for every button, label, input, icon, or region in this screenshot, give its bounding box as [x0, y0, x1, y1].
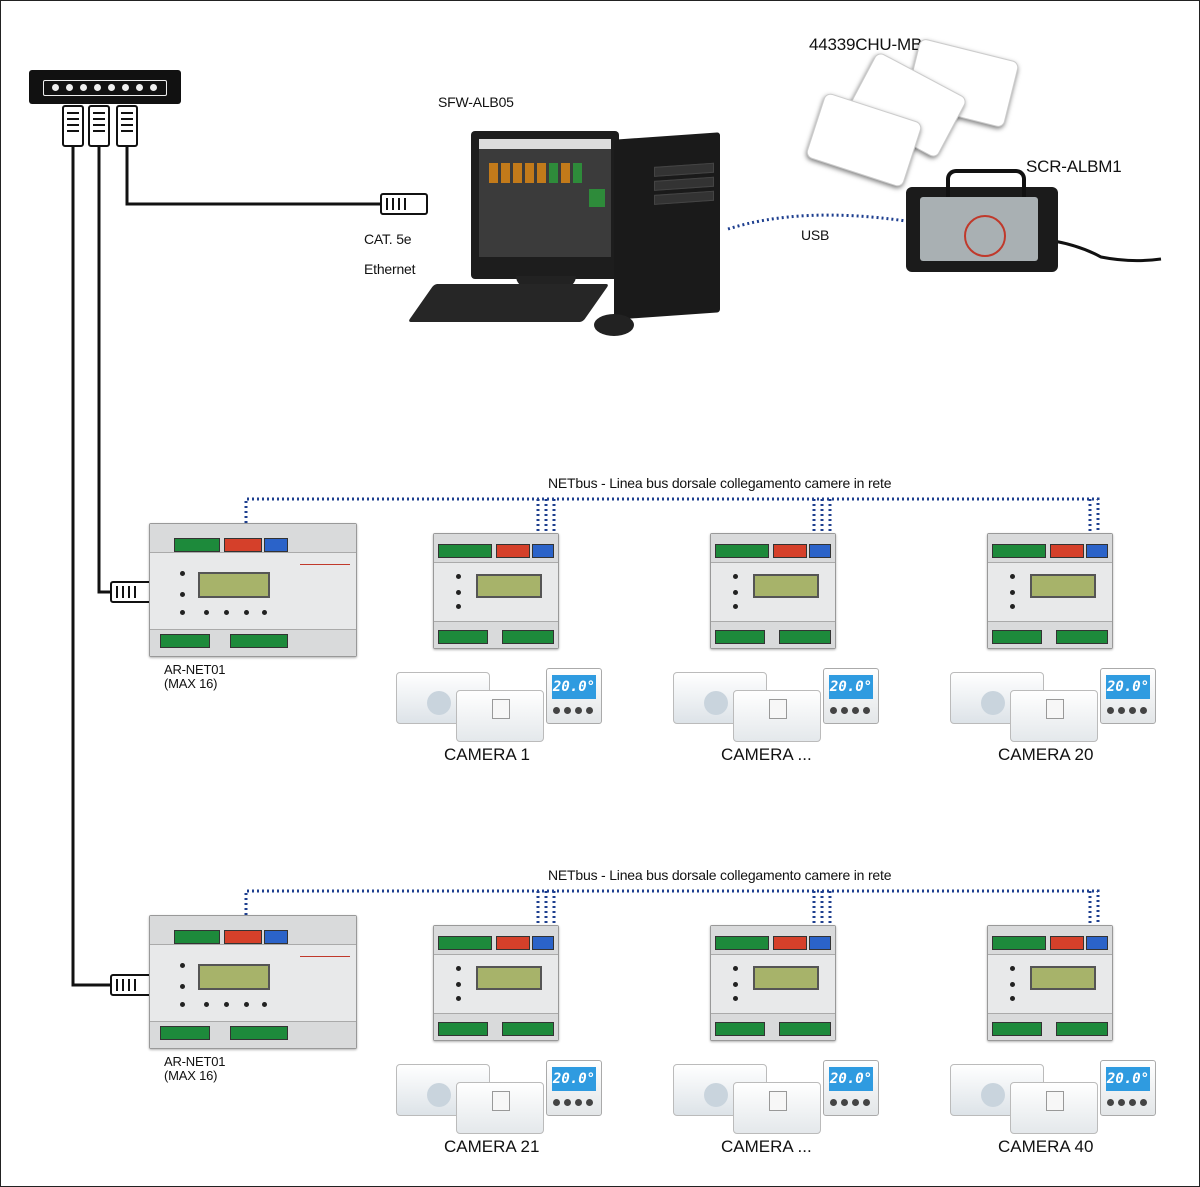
thermostat: 20.0° [1100, 668, 1156, 724]
reader-plate [920, 197, 1038, 261]
thermostat-display: 20.0° [552, 1067, 596, 1091]
room-controller [987, 925, 1113, 1041]
gateway-limit-label-2: (MAX 16) [164, 1068, 218, 1083]
card-reader [906, 169, 1058, 272]
room-devices: 20.0° [950, 666, 1156, 744]
room-panel [456, 1082, 544, 1134]
netbus-label-1: NETbus - Linea bus dorsale collegamento … [548, 475, 892, 491]
room-panel [1010, 690, 1098, 742]
switch-port [108, 84, 115, 91]
cards-label: 44339CHU-MB [809, 35, 923, 54]
room-label: CAMERA 20 [998, 745, 1094, 764]
switch-plugs [62, 105, 138, 147]
room-devices: 20.0° [396, 1058, 602, 1136]
thermostat: 20.0° [823, 1060, 879, 1116]
usb-label: USB [801, 227, 830, 243]
monitor-screen [479, 139, 611, 257]
room-panel [1010, 1082, 1098, 1134]
network-switch [29, 70, 181, 104]
ethernet-label: Ethernet [364, 261, 416, 277]
thermostat: 20.0° [1100, 1060, 1156, 1116]
room-panel [733, 1082, 821, 1134]
gateway-model-label-2: AR-NET01 [164, 1054, 226, 1069]
room-devices: 20.0° [396, 666, 602, 744]
room-controller [710, 925, 836, 1041]
thermostat-display: 20.0° [829, 675, 873, 699]
software-label: SFW-ALB05 [438, 94, 514, 110]
gateway-module-2 [149, 915, 357, 1049]
room-label: CAMERA 1 [444, 745, 530, 764]
switch-port [150, 84, 157, 91]
monitor [471, 131, 619, 279]
switch-port-strip [43, 80, 167, 96]
room-devices: 20.0° [673, 1058, 879, 1136]
switch-port [94, 84, 101, 91]
thermostat: 20.0° [546, 668, 602, 724]
ethernet-cable-gateway-1 [97, 146, 111, 594]
thermostat-display: 20.0° [1106, 1067, 1150, 1091]
room-devices: 20.0° [673, 666, 879, 744]
room-panel [456, 690, 544, 742]
room-label: CAMERA ... [721, 745, 812, 764]
thermostat: 20.0° [546, 1060, 602, 1116]
switch-port [52, 84, 59, 91]
room-label: CAMERA 21 [444, 1137, 540, 1156]
gateway-limit-label-1: (MAX 16) [164, 676, 218, 691]
pc-plug [380, 193, 428, 215]
mouse [594, 314, 634, 336]
room-label: CAMERA ... [721, 1137, 812, 1156]
switch-port [80, 84, 87, 91]
room-controller [987, 533, 1113, 649]
room-controller [433, 533, 559, 649]
keyboard [407, 284, 610, 322]
reader-logo [964, 215, 1006, 257]
netbus-line-2 [244, 889, 1100, 933]
gateway-module-1 [149, 523, 357, 657]
thermostat-display: 20.0° [1106, 675, 1150, 699]
thermostat-display: 20.0° [829, 1067, 873, 1091]
switch-port [66, 84, 73, 91]
gateway-model-label-1: AR-NET01 [164, 662, 226, 677]
reader-cable [1053, 239, 1162, 263]
thermostat-display: 20.0° [552, 675, 596, 699]
ethernet-cable-gateway-2 [71, 146, 111, 987]
netbus-line-1 [244, 497, 1100, 541]
room-controller [710, 533, 836, 649]
room-panel [733, 690, 821, 742]
thermostat: 20.0° [823, 668, 879, 724]
room-devices: 20.0° [950, 1058, 1156, 1136]
pc-workstation [407, 126, 721, 341]
cable-type-label: CAT. 5e [364, 231, 412, 247]
room-label: CAMERA 40 [998, 1137, 1094, 1156]
netbus-label-2: NETbus - Linea bus dorsale collegamento … [548, 867, 892, 883]
gateway-plugs [110, 581, 158, 996]
reader-handle [946, 169, 1026, 197]
pc-tower [614, 132, 720, 320]
reader-label: SCR-ALBM1 [1026, 157, 1122, 176]
ethernet-cable-pc [125, 146, 386, 206]
room-controller [433, 925, 559, 1041]
switch-port [122, 84, 129, 91]
switch-port [136, 84, 143, 91]
